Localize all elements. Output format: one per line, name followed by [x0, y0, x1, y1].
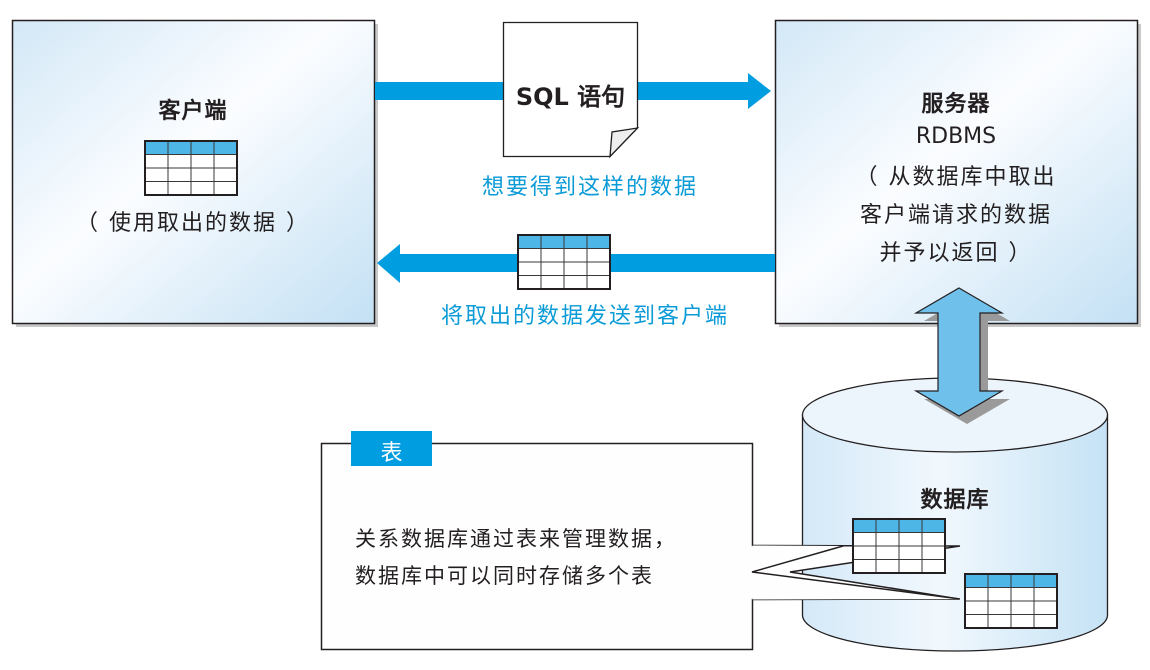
server-title: 服务器 [921, 92, 991, 117]
sql-document-icon [502, 21, 640, 159]
database-table-icon-1 [852, 518, 946, 574]
server-description-line-2: 客户端请求的数据 [859, 203, 1052, 228]
request-caption: 想要得到这样的数据 [481, 175, 698, 200]
double-arrow [913, 287, 1005, 417]
server-description-line-3: 并予以返回 ） [879, 241, 1033, 266]
database-cylinder-icon [801, 377, 1109, 652]
table-frame [144, 140, 238, 196]
client-table-icon [144, 140, 238, 196]
table-frame [852, 518, 946, 574]
response-caption: 将取出的数据发送到客户端 [440, 304, 729, 329]
client-title: 客户端 [158, 99, 228, 124]
server-box-frame [774, 19, 1139, 325]
sql-document-label: SQL 语句 [515, 83, 626, 111]
tables-layer [144, 140, 1058, 629]
table-frame [964, 573, 1058, 629]
database-table-icon-2 [964, 573, 1058, 629]
callout-tag [351, 431, 432, 466]
client-description: （ 使用取出的数据 ） [76, 211, 310, 236]
callout-pointer [751, 545, 961, 600]
server-subtitle: RDBMS [915, 124, 997, 149]
callout-tag-label: 表 [380, 441, 403, 466]
callout-line-1: 关系数据库通过表来管理数据， [355, 527, 677, 551]
folded-corner [609, 127, 640, 159]
server-description-line-1: （ 从数据库中取出 [855, 165, 1057, 190]
server-database-double-arrow [913, 287, 1010, 424]
callout-box [320, 431, 961, 651]
callout-line-2: 数据库中可以同时存储多个表 [355, 564, 654, 588]
response-table-icon [517, 234, 611, 290]
server-box [774, 19, 1141, 327]
table-frame [517, 234, 611, 290]
database-label: 数据库 [920, 488, 990, 513]
